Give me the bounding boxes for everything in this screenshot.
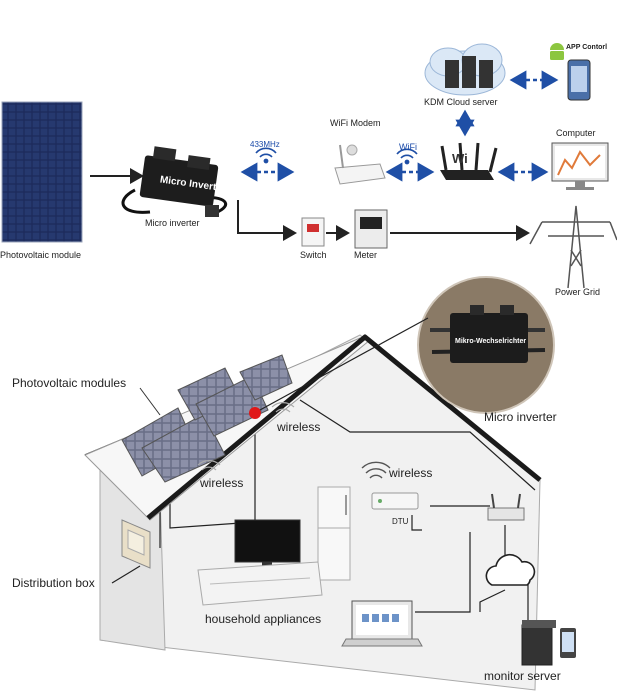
label-switch: Switch <box>300 250 327 260</box>
refrigerator-image <box>317 486 351 581</box>
micro-inverter-image <box>121 146 228 217</box>
arrow-inverter-to-switch <box>237 200 297 241</box>
wifi-icon-433mhz <box>255 147 277 164</box>
tv-cabinet-image <box>197 561 323 606</box>
label-wireless-roof: wireless <box>277 420 321 434</box>
monitor-server-image <box>521 620 576 666</box>
cloud-icon <box>485 553 536 586</box>
label-household-appliances: household appliances <box>205 612 322 626</box>
inset-device-text: Mikro-Wechselrichter <box>455 338 526 345</box>
pointer-micro-inverter <box>259 317 429 411</box>
wifi-icon-modem <box>396 148 418 165</box>
label-computer: Computer <box>556 128 596 138</box>
label-micro-inverter-top: Micro inverter <box>145 218 200 228</box>
photovoltaic-module-image <box>1 101 83 243</box>
android-icon <box>550 43 564 60</box>
pointer-distribution-box <box>111 565 141 584</box>
label-photovoltaic-modules: Photovoltaic modules <box>12 376 127 390</box>
label-meter: Meter <box>354 250 378 260</box>
wifi-icon-left <box>197 460 221 471</box>
meter-image <box>354 209 388 249</box>
tv-image <box>234 519 301 566</box>
micro-inverter-inset <box>417 276 555 414</box>
roof-ridge <box>146 334 542 520</box>
router-right-image <box>487 493 525 521</box>
label-monitor-server: monitor server <box>484 669 561 683</box>
wifi-icon-roof <box>271 402 295 413</box>
roof-solar-panels <box>121 354 293 483</box>
label-wireless-dtu: wireless <box>389 466 433 480</box>
switch-image <box>301 217 325 247</box>
computer-image <box>551 142 609 190</box>
label-dtu: DTU <box>392 517 409 526</box>
label-micro-inverter-bottom: Micro inverter <box>484 410 557 424</box>
svg-text:Wi: Wi <box>452 151 468 166</box>
router-image: Wi <box>440 142 498 180</box>
laptop-image <box>341 600 423 647</box>
wifi-modem-image <box>334 144 386 185</box>
label-distribution-box: Distribution box <box>12 576 95 590</box>
distribution-box-image <box>121 519 151 569</box>
kdm-cloud-server-image <box>424 43 506 96</box>
label-kdm-cloud-server: KDM Cloud server <box>424 97 498 107</box>
label-app-control: APP Contorl <box>566 44 608 51</box>
label-wifi-modem: WiFi Modem <box>330 118 381 128</box>
smartphone-image <box>567 59 591 101</box>
label-power-grid: Power Grid <box>555 287 601 297</box>
label-photovoltaic-module: Photovoltaic module <box>0 250 82 260</box>
label-wireless-left: wireless <box>200 476 244 490</box>
label-wifi: WiFi <box>399 142 417 152</box>
power-grid-tower-image <box>529 205 617 289</box>
micro-inverter-location-marker <box>249 407 261 419</box>
dtu-image <box>371 492 419 510</box>
label-433mhz: 433MHz <box>250 140 280 149</box>
pointer-pv-modules <box>139 387 161 416</box>
wifi-icon-dtu <box>361 461 391 479</box>
